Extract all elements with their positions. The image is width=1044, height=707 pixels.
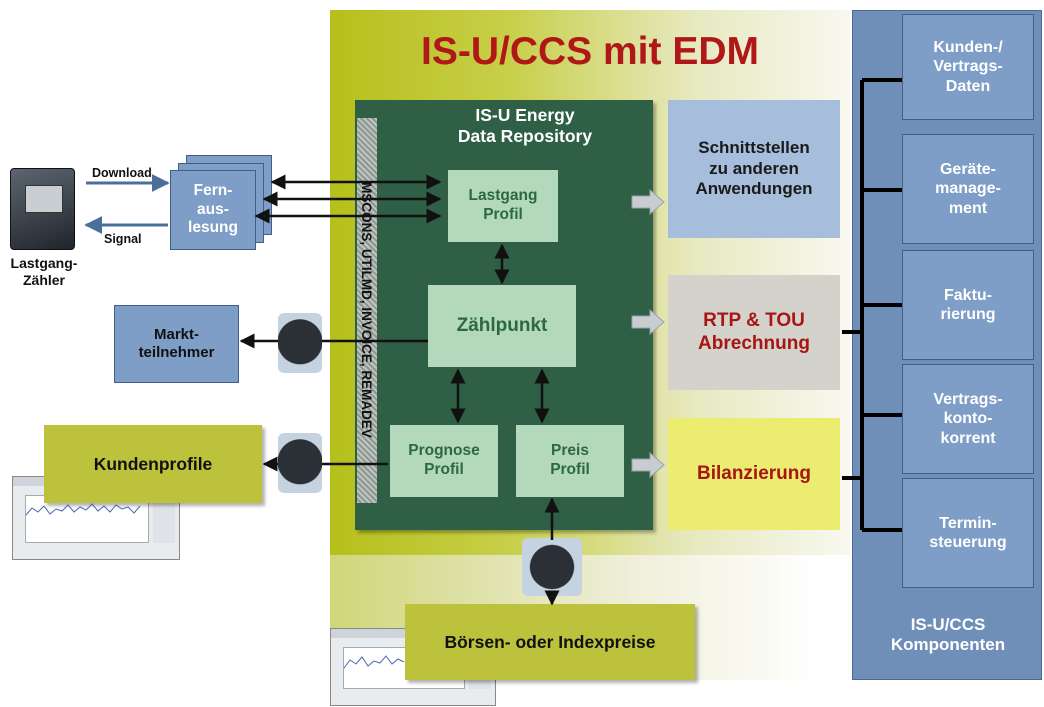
component-kunden-vertragsdaten[interactable]: Kunden-/ Vertrags- Daten xyxy=(902,14,1034,120)
rtp-tou-box[interactable]: RTP & TOU Abrechnung xyxy=(668,275,840,390)
network-icon-boersen xyxy=(522,538,582,596)
gray-arrows xyxy=(631,188,665,479)
fernauslesung-box[interactable]: Fern- aus- lesung xyxy=(170,170,256,250)
signal-label: Signal xyxy=(104,232,142,246)
component-bracket xyxy=(842,78,902,532)
repository-title: IS-U Energy Data Repository xyxy=(457,105,593,146)
kundenprofile-box[interactable]: Kundenprofile xyxy=(44,425,262,503)
diagram-title: IS-U/CCS mit EDM xyxy=(420,30,759,73)
boersen-indexpreise-box[interactable]: Börsen- oder Indexpreise xyxy=(405,604,695,680)
component-fakturierung[interactable]: Faktu- rierung xyxy=(902,250,1034,360)
schnittstellen-box[interactable]: Schnittstellen zu anderen Anwendungen xyxy=(668,100,840,238)
bilanzierung-box[interactable]: Bilanzierung xyxy=(668,418,840,530)
chart-thumbnail-bottom-trace xyxy=(343,655,405,669)
marktteilnehmer-box[interactable]: Markt- teilnehmer xyxy=(114,305,239,383)
zaehlpunkt-box[interactable]: Zählpunkt xyxy=(428,285,576,367)
component-geraetemanagement[interactable]: Geräte- manage- ment xyxy=(902,134,1034,244)
component-vertragskontokorrent[interactable]: Vertrags- konto- korrent xyxy=(902,364,1034,474)
components-label: IS-U/CCS Komponenten xyxy=(890,614,1006,654)
lastgang-zaehler-label: Lastgang- Zähler xyxy=(10,255,78,288)
network-icon-markt xyxy=(278,313,322,373)
download-label: Download xyxy=(92,166,152,180)
network-icon-kunden xyxy=(278,433,322,493)
lastgang-profil-box[interactable]: Lastgang Profil xyxy=(448,170,558,242)
preis-profil-box[interactable]: Preis Profil xyxy=(516,425,624,497)
meter-icon xyxy=(10,168,75,250)
chart-thumbnail-left-trace xyxy=(25,503,141,516)
prognose-profil-box[interactable]: Prognose Profil xyxy=(390,425,498,497)
component-terminsteuerung[interactable]: Termin- steuerung xyxy=(902,478,1034,588)
